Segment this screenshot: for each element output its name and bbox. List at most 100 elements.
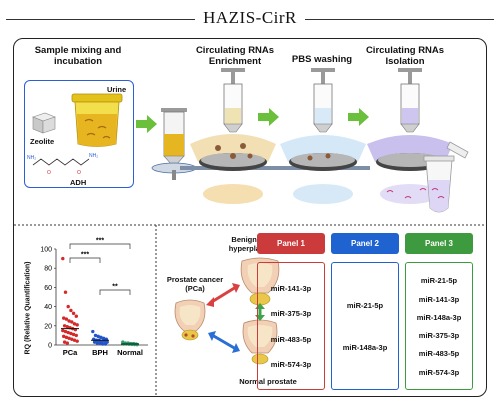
urine-label: Urine (107, 85, 127, 94)
arrow-right-icon (348, 108, 369, 126)
y-tick-label: 60 (44, 285, 52, 292)
main-frame (13, 38, 487, 397)
data-point (69, 308, 73, 313)
data-point (66, 330, 70, 335)
data-point (67, 319, 71, 323)
data-point (67, 336, 71, 340)
mirna-item: miR-148a-3p (342, 343, 388, 353)
svg-text:NH₂: NH₂ (89, 153, 98, 159)
significance-bracket (99, 289, 131, 295)
data-point (74, 333, 78, 338)
data-point (99, 335, 103, 340)
sample-mixing-illustration: NH₂ NH₂ O O (27, 93, 123, 176)
mirna-item: miR-483-5p (270, 334, 312, 344)
mirna-item: miR-141-3p (270, 283, 312, 293)
mirna-item: miR-574-3p (418, 367, 460, 377)
data-point (101, 342, 105, 346)
significance-bracket (69, 257, 101, 263)
data-point (62, 334, 66, 339)
eppendorf-tube-icon (423, 141, 469, 213)
data-point (62, 324, 67, 328)
enrichment-illustration (190, 68, 276, 204)
data-point (69, 331, 73, 336)
arrow-right-icon (136, 115, 157, 133)
svg-text:NH₂: NH₂ (27, 155, 36, 161)
significance-bracket (69, 243, 131, 249)
significance-label: *** (96, 238, 104, 245)
data-point (66, 304, 70, 309)
pca-label: Prostate cancer (PCa) (166, 275, 224, 293)
data-point (75, 323, 79, 327)
x-tick-label: BPH (92, 348, 108, 357)
step-sample-mixing-label: Sample mixing and incubation (34, 45, 122, 67)
data-point (72, 322, 77, 326)
data-point (61, 256, 65, 261)
mirna-item: miR-141-3p (418, 294, 460, 304)
page-title: HAZIS-CirR (0, 8, 500, 28)
data-point (62, 316, 66, 320)
step-isolation-label: Circulating RNAs Isolation (365, 45, 445, 67)
panel-2-header: Panel 2 (331, 233, 399, 254)
data-point (65, 341, 69, 345)
data-point (70, 320, 74, 324)
data-point (103, 342, 108, 346)
data-point (91, 329, 95, 334)
panel-3-list: miR-21-5p miR-141-3p miR-148a-3p miR-375-3p… (405, 262, 473, 390)
y-tick-label: 100 (40, 247, 52, 254)
mirna-item: miR-375-3p (418, 331, 460, 341)
panel-1-list: miR-141-3p miR-375-3p miR-483-5p miR-574-3p (257, 262, 325, 390)
bottom-divider (155, 225, 157, 396)
data-point (71, 332, 76, 337)
svg-text:O: O (47, 170, 51, 176)
significance-label: ** (112, 284, 118, 291)
adh-label: ADH (70, 178, 87, 187)
mirna-item: miR-148a-3p (416, 312, 462, 322)
data-point (101, 336, 106, 340)
data-point (70, 337, 74, 341)
data-point (61, 328, 65, 333)
sample-mixing-box (24, 80, 134, 188)
arrow-right-icon (258, 108, 279, 126)
significance-label: *** (81, 252, 89, 259)
mirna-item: miR-375-3p (270, 309, 312, 319)
data-point (74, 314, 78, 318)
data-point (64, 317, 69, 321)
data-point (95, 341, 99, 345)
panel-3-header: Panel 3 (405, 233, 473, 254)
filter-syringe-illustration (151, 108, 197, 180)
x-tick-label: Normal (117, 348, 143, 357)
chart-y-axis-title: RQ (Relative Quantification) (24, 261, 32, 355)
data-point (63, 329, 68, 334)
normal-label: Normal prostate (239, 377, 297, 386)
washing-illustration (280, 68, 366, 204)
data-point (63, 290, 68, 294)
filter-channel (180, 166, 370, 170)
svg-text:O: O (77, 170, 81, 176)
y-tick-label: 0 (48, 343, 52, 350)
y-tick-label: 40 (44, 304, 52, 311)
data-point (65, 325, 69, 329)
data-point (98, 341, 102, 345)
data-point (62, 340, 67, 344)
section-divider (14, 224, 486, 226)
panel-1-header: Panel 1 (257, 233, 325, 254)
data-point (92, 340, 97, 344)
mirna-item: miR-483-5p (418, 349, 460, 359)
y-tick-label: 20 (44, 323, 52, 330)
y-tick-label: 80 (44, 266, 52, 273)
zeolite-label: Zeolite (30, 137, 55, 146)
x-tick-label: PCa (63, 348, 78, 357)
data-point (93, 333, 98, 338)
step-washing-label: PBS washing (291, 54, 353, 65)
mirna-item: miR-21-5p (420, 276, 458, 286)
prostate-diagram (174, 257, 280, 365)
mirna-item: miR-574-3p (270, 360, 312, 370)
data-point (72, 338, 77, 342)
data-point (64, 335, 69, 340)
data-point (96, 334, 100, 339)
data-point (75, 339, 79, 343)
data-point (135, 342, 139, 347)
data-point (71, 311, 76, 316)
